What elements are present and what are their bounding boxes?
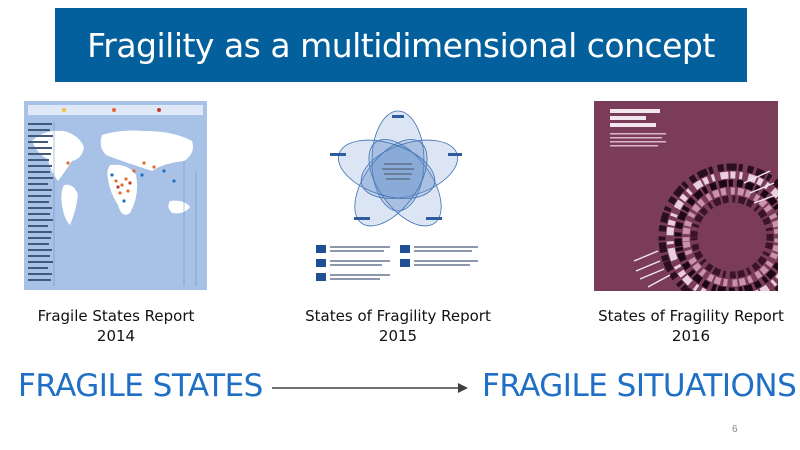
report-2014-thumbnail	[24, 101, 207, 290]
fragile-states-label: FRAGILE STATES	[18, 368, 263, 404]
report-2014-year: 2014	[96, 327, 136, 345]
report-2015-title: States of Fragility Report	[305, 307, 491, 325]
world-map-image	[24, 101, 207, 290]
report-2015-caption: States of Fragility Report 2015	[288, 306, 508, 346]
fragility-framework-cover-image	[594, 101, 778, 291]
slide-title: Fragility as a multidimensional concept	[87, 25, 715, 65]
report-2014-caption: Fragile States Report 2014	[16, 306, 216, 346]
report-2016-year: 2016	[671, 327, 711, 345]
report-2014-title: Fragile States Report	[37, 307, 195, 325]
report-2015-year: 2015	[378, 327, 418, 345]
report-2016-caption: States of Fragility Report 2016	[584, 306, 798, 346]
report-2016-thumbnail	[594, 101, 778, 291]
page-number: 6	[732, 424, 738, 435]
report-2015-thumbnail	[308, 101, 488, 291]
fragile-situations-label: FRAGILE SITUATIONS	[482, 368, 797, 404]
fragility-diagram-image	[308, 101, 488, 291]
transition-arrow-icon	[272, 383, 468, 393]
report-2016-title: States of Fragility Report	[598, 307, 784, 325]
slide-title-bar: Fragility as a multidimensional concept	[55, 8, 747, 82]
